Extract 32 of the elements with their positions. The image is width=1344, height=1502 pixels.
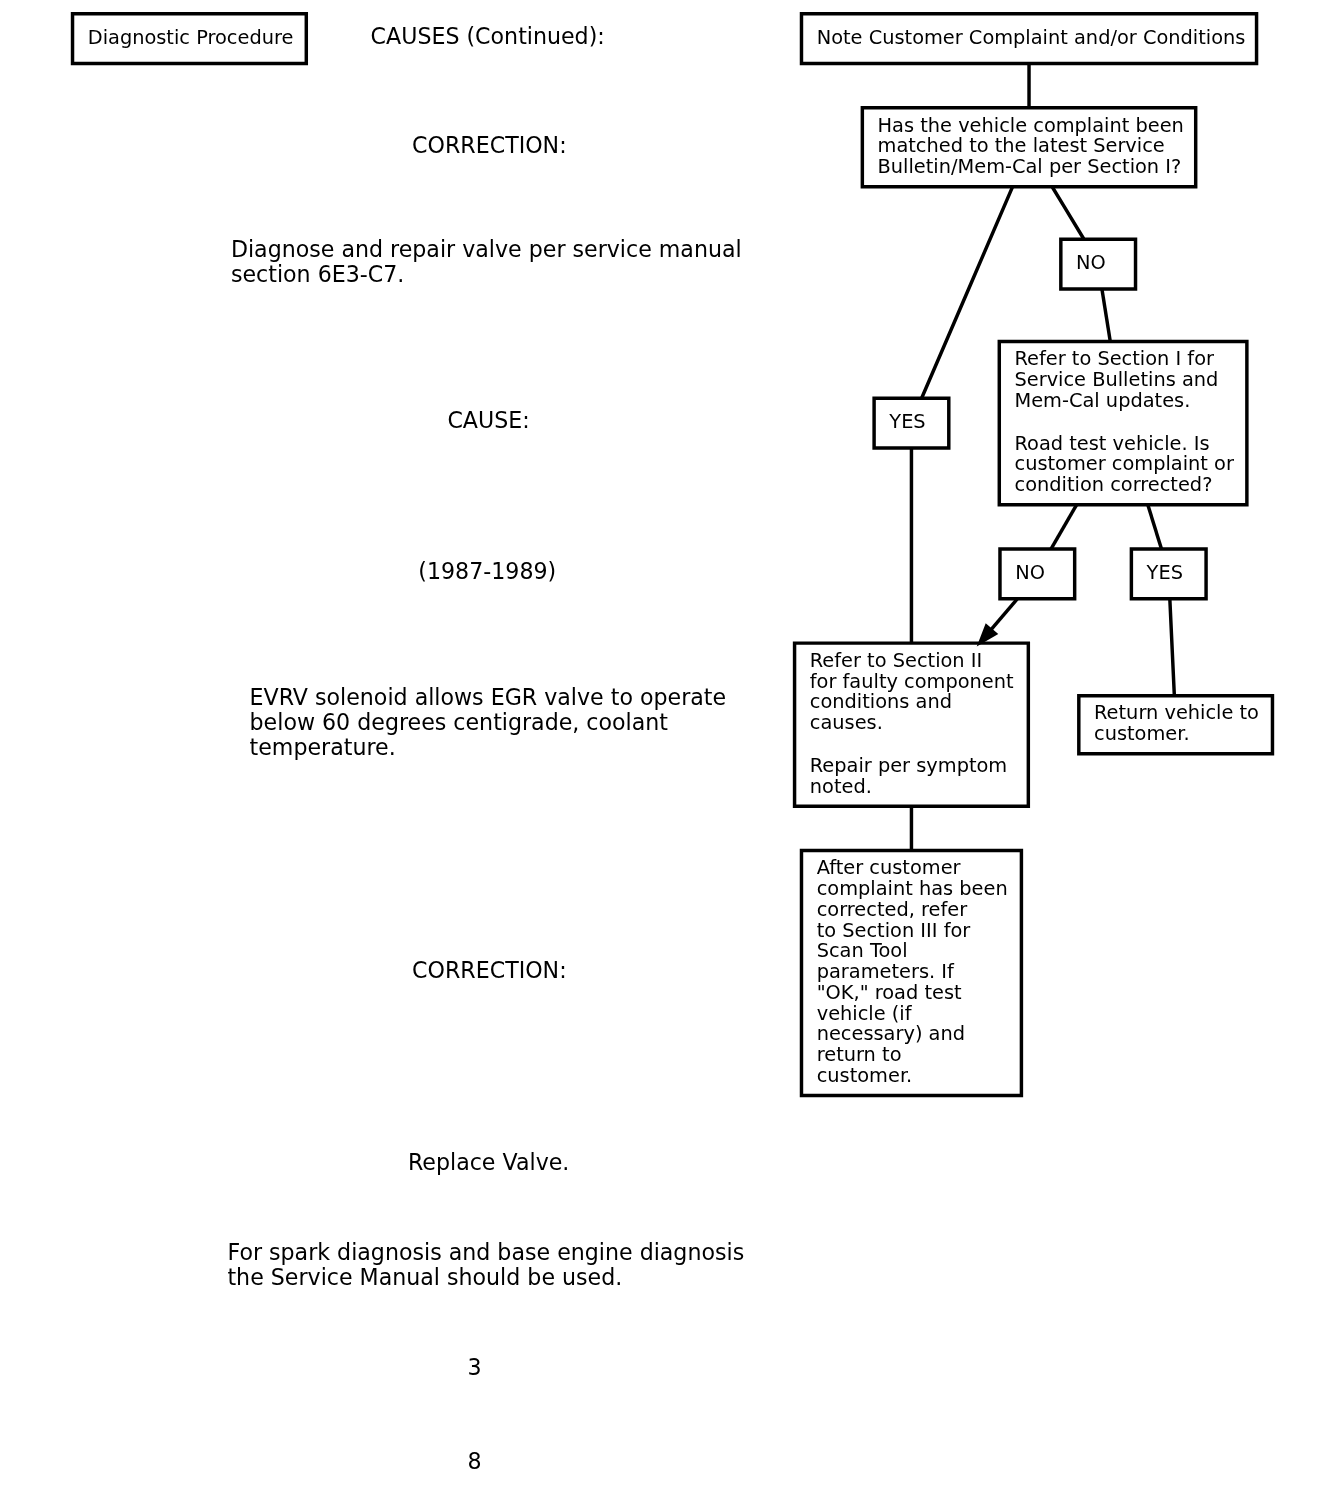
node-box: Note Customer Complaint and/or Conditions <box>799 12 1258 66</box>
connector <box>1050 186 1085 240</box>
label: CORRECTION: <box>411 131 567 158</box>
node-box: Diagnostic Procedure <box>70 12 308 66</box>
node-box: NO <box>1058 237 1137 291</box>
node-box: YES <box>1129 547 1208 601</box>
label: (1987-1989) <box>417 558 556 585</box>
label: 3 <box>466 1353 482 1380</box>
connector <box>919 186 1014 399</box>
label: CAUSE: <box>446 407 530 434</box>
node-box: Has the vehicle complaint been matched to the latest Service Bulletin/Mem-Cal per Section I? <box>860 106 1197 189</box>
node-box: NO <box>997 547 1076 601</box>
connector <box>1049 504 1078 550</box>
label: CORRECTION: <box>411 957 567 984</box>
connector <box>1167 599 1176 696</box>
connector <box>909 806 913 851</box>
label: CAUSES (Continued): <box>370 22 605 49</box>
connector <box>1026 64 1031 108</box>
label: For spark diagnosis and base engine diagnosis the Service Manual should be used. <box>226 1238 744 1290</box>
node-box: Refer to Section II for faulty component conditions and causes. Repair per symptom noted. <box>792 641 1030 809</box>
label: 8 <box>466 1447 482 1474</box>
label: Diagnose and repair valve per service manual section 6E3-C7. <box>230 235 742 287</box>
connector <box>1099 288 1112 342</box>
node-box: After customer complaint has been corrected, refer to Section III for Scan Tool parameters. If "OK," road test vehicle (if necessary) and return to customer. <box>799 848 1023 1098</box>
node-box: YES <box>871 396 951 450</box>
arrow <box>976 598 1018 647</box>
connector <box>909 448 913 643</box>
node-box: Refer to Section I for Service Bulletins and Mem-Cal updates. Road test vehicle. Is customer complaint or condition corrected? <box>997 339 1249 507</box>
label: EVRV solenoid allows EGR valve to operate below 60 degrees centigrade, coolant temperature. <box>249 684 726 760</box>
node-box: Return vehicle to customer. <box>1076 693 1274 756</box>
connector <box>1145 504 1163 550</box>
label: Replace Valve. <box>407 1148 569 1175</box>
